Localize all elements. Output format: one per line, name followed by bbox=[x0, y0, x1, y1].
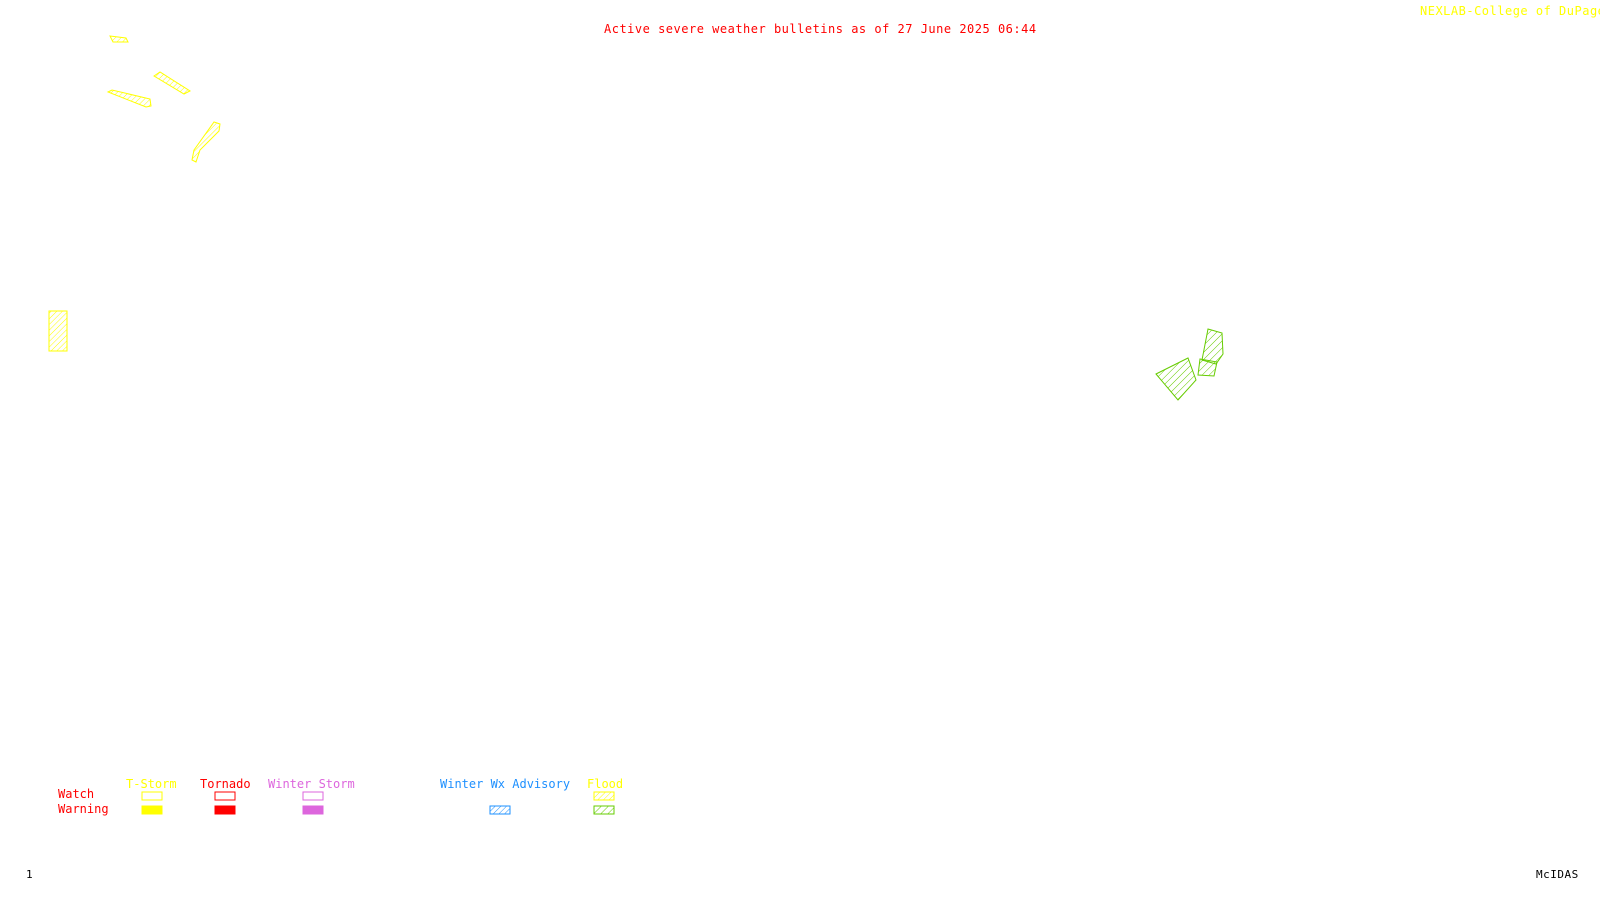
legend-winter-storm-label: Winter Storm bbox=[268, 777, 355, 791]
legend-flood-watch-swatch bbox=[593, 791, 615, 801]
bulletin-title: Active severe weather bulletins as of 27… bbox=[604, 22, 1037, 36]
flood-watch-area-3 bbox=[106, 89, 152, 108]
legend-tstorm-watch-swatch bbox=[141, 791, 163, 801]
flood-watch-area-4 bbox=[191, 121, 221, 163]
flood-warning-area-1 bbox=[1201, 328, 1224, 365]
legend-flood-warning-swatch bbox=[593, 805, 615, 815]
legend-tstorm-label: T-Storm bbox=[126, 777, 177, 791]
flood-watch-area-2 bbox=[153, 71, 192, 95]
flood-watch-area-1 bbox=[109, 35, 129, 43]
legend-winter-wx-advisory-label: Winter Wx Advisory bbox=[440, 777, 570, 791]
credit-label: NEXLAB-College of DuPage bbox=[1420, 4, 1600, 18]
legend-flood-label: Flood bbox=[587, 777, 623, 791]
flood-watch-area-5 bbox=[48, 310, 68, 352]
legend-watch-label: Watch bbox=[58, 787, 94, 801]
flood-warning-area-3 bbox=[1155, 357, 1197, 401]
flood-warning-area-2 bbox=[1197, 358, 1218, 377]
software-label: McIDAS bbox=[1536, 868, 1579, 881]
legend-tornado-watch-swatch bbox=[214, 791, 236, 801]
legend-winter-storm-warning-swatch bbox=[302, 805, 324, 815]
legend-winter-storm-watch-swatch bbox=[302, 791, 324, 801]
legend-warning-label: Warning bbox=[58, 802, 109, 816]
legend-tornado-label: Tornado bbox=[200, 777, 251, 791]
legend-tstorm-warning-swatch bbox=[141, 805, 163, 815]
frame-number: 1 bbox=[26, 868, 34, 881]
legend-tornado-warning-swatch bbox=[214, 805, 236, 815]
legend-winter-wx-advisory-warning-swatch bbox=[489, 805, 511, 815]
alert-areas bbox=[48, 35, 1224, 401]
